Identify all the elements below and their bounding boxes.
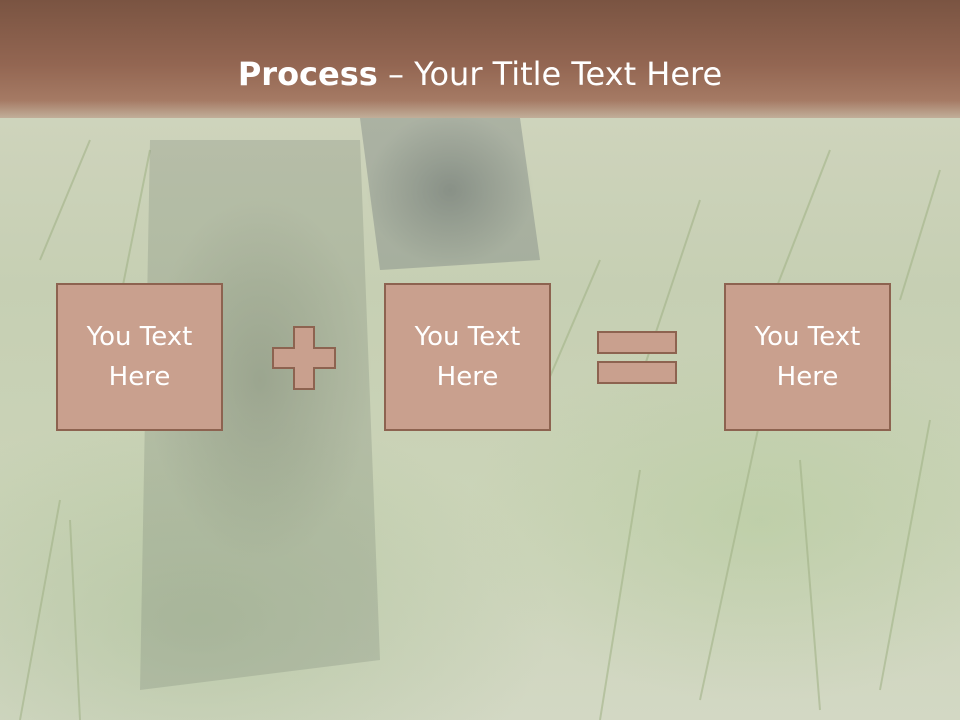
equals-icon <box>597 331 677 384</box>
title-bar <box>0 0 960 118</box>
process-box-2[interactable]: You Text Here <box>384 283 551 431</box>
process-box-1[interactable]: You Text Here <box>56 283 223 431</box>
process-box-3-text: You Text Here <box>754 322 861 392</box>
title-bold: Process <box>237 55 378 93</box>
title-rest: – Your Title Text Here <box>377 55 723 93</box>
slide-title: Process – Your Title Text Here <box>0 52 960 96</box>
process-box-1-text: You Text Here <box>86 322 193 392</box>
plus-icon <box>272 326 336 390</box>
process-box-2-text: You Text Here <box>414 322 521 392</box>
process-box-3[interactable]: You Text Here <box>724 283 891 431</box>
